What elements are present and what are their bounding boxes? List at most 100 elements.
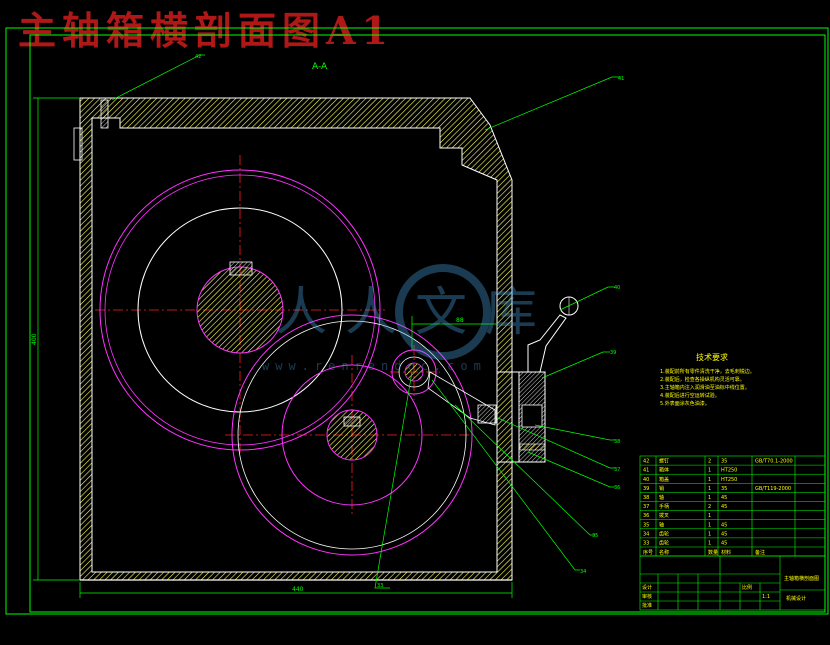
parts-cell-name: 齿轮 bbox=[659, 530, 669, 537]
parts-cell-name: 手柄 bbox=[659, 503, 669, 510]
tech-heading: 技术要求 bbox=[696, 352, 728, 362]
parts-cell-material: 45 bbox=[721, 504, 727, 510]
parts-cell-material: 45 bbox=[721, 531, 727, 537]
tech-requirements: 技术要求 1.装配前所有零件清洗干净，去毛刺锐边。 2.装配后，检查各操纵机构灵… bbox=[660, 352, 755, 407]
callout-40: 40 bbox=[614, 285, 620, 291]
title-block bbox=[639, 555, 826, 611]
housing-inner bbox=[91, 117, 498, 573]
housing bbox=[73, 97, 513, 581]
upper-gear-keyway bbox=[229, 261, 253, 276]
dim-height: 400 bbox=[31, 333, 38, 345]
parts-cell-qty: 1 bbox=[708, 513, 711, 519]
watermark: 人人文库 www.renrendoc.com bbox=[262, 264, 555, 373]
parts-cell-no: 38 bbox=[643, 495, 649, 501]
parts-cell-qty: 1 bbox=[708, 522, 711, 528]
parts-cell-qty: 1 bbox=[708, 477, 711, 483]
parts-cell-qty: 1 bbox=[708, 531, 711, 537]
parts-cell-no: 42 bbox=[643, 459, 649, 465]
tech-line-1: 1.装配前所有零件清洗干净，去毛刺锐边。 bbox=[660, 368, 755, 375]
parts-cell-qty: 1 bbox=[708, 486, 711, 492]
callout-35: 35 bbox=[592, 533, 598, 539]
tech-line-2: 2.装配后，检查各操纵机构灵活可靠。 bbox=[660, 376, 745, 383]
parts-cell-no: 33 bbox=[643, 541, 649, 547]
callout-42: 42 bbox=[195, 54, 201, 60]
lower-gear-addendum bbox=[231, 314, 473, 556]
lower-gear-bore bbox=[326, 409, 378, 461]
drawing-title: 主轴箱横剖面图A1 bbox=[18, 8, 394, 53]
parts-list bbox=[639, 455, 826, 557]
parts-header-name: 名称 bbox=[659, 549, 669, 556]
parts-cell-name: 轴 bbox=[659, 494, 664, 501]
parts-cell-qty: 2 bbox=[708, 459, 711, 465]
parts-cell-qty: 2 bbox=[708, 504, 711, 510]
parts-header-std: 备注 bbox=[755, 549, 765, 556]
parts-cell-qty: 1 bbox=[708, 468, 711, 474]
inner-frame bbox=[29, 34, 826, 613]
callout-33: 33 bbox=[377, 583, 383, 589]
tech-line-3: 3.主轴箱内注入润滑油至油标中线位置。 bbox=[660, 384, 750, 391]
callout-38: 38 bbox=[614, 439, 620, 445]
tb-drawing-name: 主轴箱横剖面图 bbox=[784, 575, 819, 582]
callout-36: 36 bbox=[614, 485, 620, 491]
tb-scale: 1:1 bbox=[762, 594, 770, 600]
parts-cell-no: 34 bbox=[643, 531, 649, 537]
tech-line-5: 5.外表面涂灰色油漆。 bbox=[660, 400, 710, 407]
parts-cell-material: 45 bbox=[721, 522, 727, 528]
housing-flange-left bbox=[73, 127, 83, 161]
leader-lines bbox=[111, 54, 620, 589]
lower-gear-pitch bbox=[237, 320, 467, 550]
parts-cell-name: 箱体 bbox=[659, 467, 669, 474]
parts-cell-material: 35 bbox=[721, 459, 727, 465]
parts-cell-material: 45 bbox=[721, 495, 727, 501]
upper-gear bbox=[99, 169, 381, 451]
section-label: A-A bbox=[312, 62, 328, 72]
watermark-url: www.renrendoc.com bbox=[262, 359, 487, 373]
parts-cell-qty: 1 bbox=[708, 495, 711, 501]
parts-cell-qty: 1 bbox=[708, 541, 711, 547]
dimensions bbox=[33, 97, 513, 598]
bolt-42 bbox=[100, 99, 109, 129]
dim-width: 440 bbox=[292, 586, 304, 593]
lower-gear-keyway bbox=[343, 416, 361, 427]
dim-offset: 88 bbox=[456, 317, 464, 324]
tb-approve: 批准 bbox=[642, 602, 652, 609]
parts-cell-no: 36 bbox=[643, 513, 649, 519]
parts-cell-material: 35 bbox=[721, 486, 727, 492]
parts-cell-no: 41 bbox=[643, 468, 649, 474]
watermark-brand: 人人文库 bbox=[275, 283, 555, 343]
parts-header-material: 材料 bbox=[721, 549, 731, 556]
parts-cell-material: HT250 bbox=[721, 477, 737, 483]
shift-gear bbox=[391, 349, 497, 426]
tb-school: 机械设计 bbox=[786, 595, 806, 602]
outer-frame bbox=[5, 27, 829, 615]
parts-cell-std: GB/T70.1-2000 bbox=[755, 459, 793, 465]
parts-header-no: 序号 bbox=[643, 549, 653, 556]
parts-cell-name: 轴 bbox=[659, 521, 664, 528]
callout-34: 34 bbox=[580, 569, 586, 575]
callout-39: 39 bbox=[610, 350, 616, 356]
upper-gear-addendum bbox=[99, 169, 381, 451]
upper-gear-pitch bbox=[104, 174, 376, 446]
parts-cell-std: GB/T119-2000 bbox=[755, 486, 791, 492]
tech-line-4: 4.装配后进行空运转试验。 bbox=[660, 392, 720, 399]
callout-41: 41 bbox=[618, 76, 624, 82]
callout-labels: 42 41 40 39 38 37 36 35 34 33 bbox=[195, 54, 624, 589]
parts-cell-material: 45 bbox=[721, 541, 727, 547]
lower-gear bbox=[231, 314, 473, 556]
parts-cell-name: 齿轮 bbox=[659, 540, 669, 547]
tb-design: 设计 bbox=[642, 584, 652, 591]
callout-37: 37 bbox=[614, 467, 620, 473]
parts-cell-no: 37 bbox=[643, 504, 649, 510]
parts-header-qty: 数量 bbox=[708, 549, 718, 556]
lower-gear-hub bbox=[281, 364, 423, 506]
upper-gear-bore bbox=[196, 266, 284, 354]
title-block-text: 主轴箱横剖面图 机械设计 比例 1:1 设计 审核 批准 bbox=[642, 575, 819, 609]
parts-cell-name: 拨叉 bbox=[659, 512, 669, 519]
parts-cell-no: 40 bbox=[643, 477, 649, 483]
parts-cell-name: 螺钉 bbox=[659, 458, 669, 465]
parts-cell-name: 箱盖 bbox=[659, 476, 669, 483]
parts-cell-no: 35 bbox=[643, 522, 649, 528]
tb-scale-label: 比例 bbox=[742, 584, 752, 591]
parts-cell-material: HT250 bbox=[721, 468, 737, 474]
